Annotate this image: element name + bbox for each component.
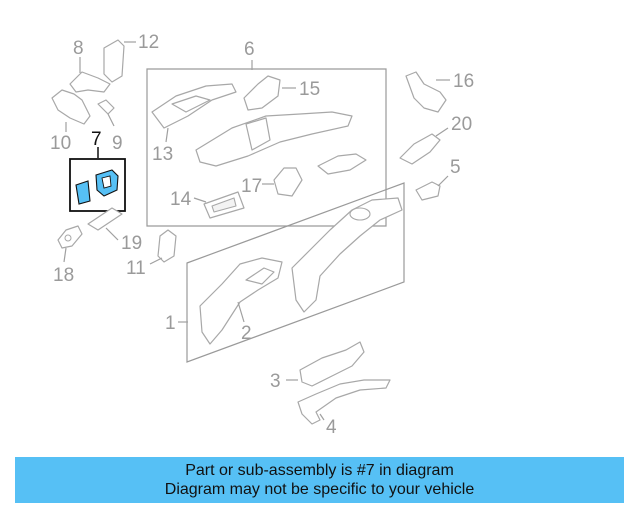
callout-9: 9 [112, 133, 123, 154]
callout-5: 5 [450, 157, 461, 178]
callout-20: 20 [451, 114, 472, 135]
part-14 [193, 191, 245, 219]
callout-18: 18 [53, 265, 74, 286]
part-13 [151, 83, 237, 143]
part-7-plate [75, 180, 91, 205]
part-16 [405, 71, 450, 113]
callout-3: 3 [270, 371, 281, 392]
part-17 [262, 167, 303, 197]
part-8 [69, 57, 111, 93]
part-19 [87, 207, 123, 241]
part-9 [97, 99, 115, 127]
callout-1: 1 [165, 313, 176, 334]
part-5 [415, 175, 449, 201]
part-4 [297, 379, 391, 425]
part-18 [57, 225, 83, 263]
part-12 [103, 39, 136, 83]
callout-14: 14 [170, 189, 192, 210]
callout-15: 15 [299, 79, 320, 100]
part-3 [286, 341, 365, 387]
parts-diagram: 8 12 10 9 7 6 15 16 13 20 5 17 14 19 11 … [50, 32, 474, 438]
callout-10: 10 [50, 133, 71, 154]
callout-8: 8 [73, 38, 84, 59]
part-11 [149, 229, 177, 265]
part-1-side-panel [178, 197, 403, 323]
banner-line-2: Diagram may not be specific to your vehi… [164, 481, 475, 498]
info-banner: Part or sub-assembly is #7 in diagram Di… [15, 457, 624, 503]
part-6-bracket [317, 153, 367, 175]
part-15 [243, 75, 296, 111]
callout-12: 12 [138, 32, 159, 53]
part-20 [399, 127, 449, 165]
callout-7[interactable]: 7 [91, 129, 102, 150]
part-6-rail [195, 60, 353, 167]
callout-16: 16 [453, 71, 474, 92]
banner-line-1: Part or sub-assembly is #7 in diagram [185, 462, 454, 479]
callout-6: 6 [244, 39, 255, 60]
part-2 [199, 257, 283, 345]
callout-19: 19 [121, 233, 142, 254]
group-frame-6 [146, 68, 387, 227]
part-10 [51, 89, 91, 132]
callout-17: 17 [241, 176, 262, 197]
callout-11: 11 [126, 258, 146, 279]
part-7-highlight-box[interactable] [69, 147, 126, 212]
group-frame-1 [186, 182, 405, 363]
callout-4: 4 [326, 417, 337, 438]
callout-13: 13 [152, 144, 173, 165]
callout-2: 2 [241, 323, 252, 344]
